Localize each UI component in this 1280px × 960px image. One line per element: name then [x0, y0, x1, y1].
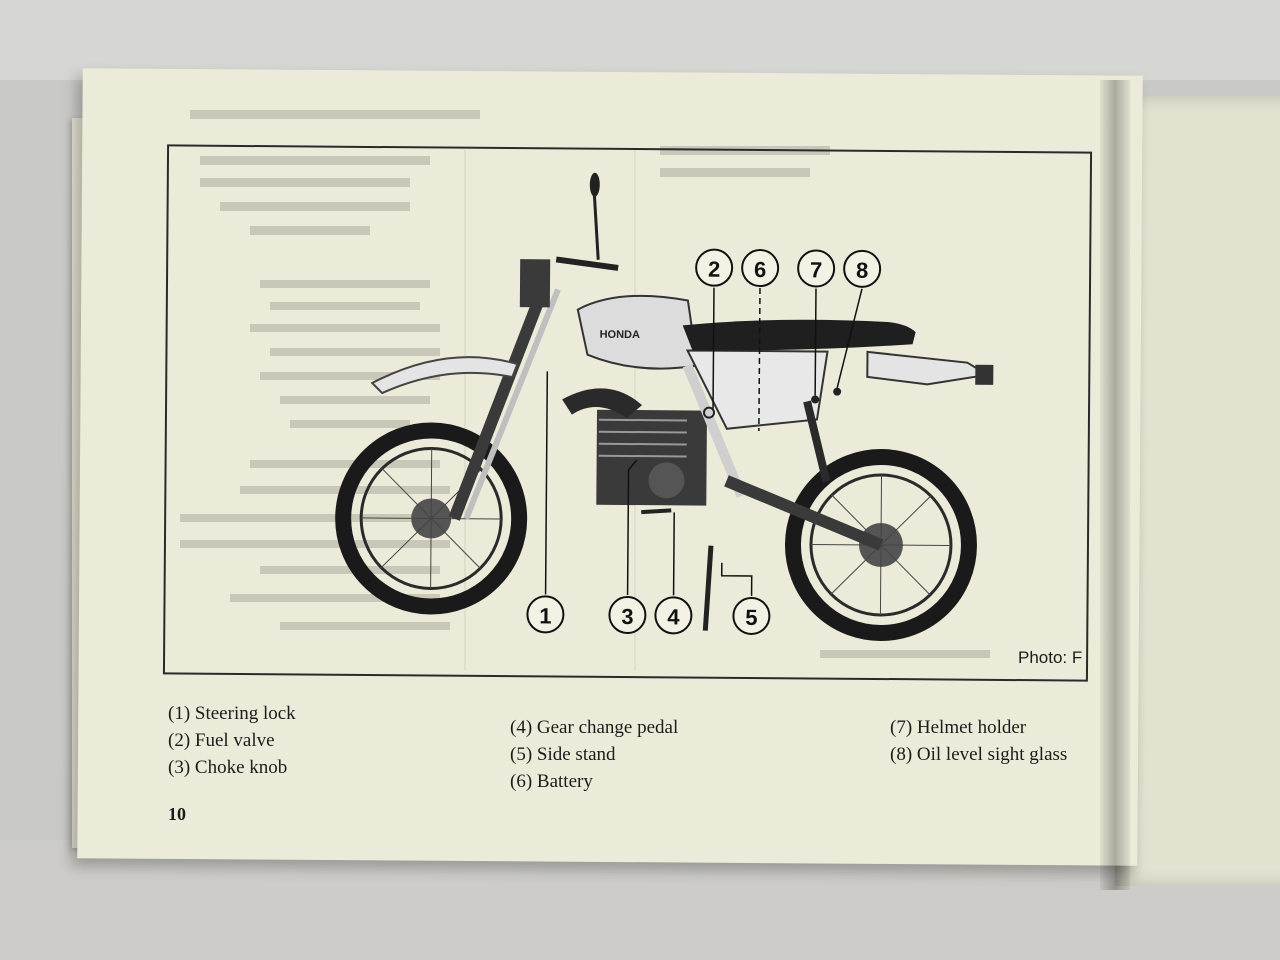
callout-4: 4 [654, 596, 693, 635]
engine [596, 409, 708, 506]
legend-item: (3) Choke knob [168, 757, 288, 778]
handlebar [555, 172, 619, 271]
callout-7: 7 [797, 249, 836, 288]
callout-5: 5 [732, 596, 771, 635]
svg-text:1: 1 [539, 603, 551, 628]
frame [682, 363, 884, 551]
legend-item: (5) Side stand [510, 744, 616, 765]
exhaust [562, 388, 643, 418]
rear-fender [866, 350, 991, 386]
oil-sight-glass-mark [833, 387, 842, 396]
svg-text:4: 4 [667, 604, 680, 629]
callout-6: 6 [741, 249, 780, 288]
book-gutter [1100, 80, 1130, 890]
seat [682, 319, 916, 351]
svg-text:8: 8 [856, 258, 868, 283]
helmet-holder-mark [811, 395, 820, 404]
motorcycle-illustration: HONDA [335, 172, 994, 641]
front-fork [448, 287, 561, 521]
legend-item: (1) Steering lock [168, 703, 296, 724]
callout-3: 3 [608, 596, 647, 635]
fuel-valve-mark [703, 406, 716, 419]
legend-item: (2) Fuel valve [168, 730, 275, 751]
headlight [519, 259, 551, 308]
legend-item: (4) Gear change pedal [510, 717, 679, 738]
show-through-lines [150, 110, 990, 670]
front-wheel [335, 422, 528, 615]
legend-item: (6) Battery [510, 771, 593, 792]
svg-text:3: 3 [621, 604, 633, 629]
legend-item: (8) Oil level sight glass [890, 744, 1068, 765]
legend-column-3: (7) Helmet holder (8) Oil level sight gl… [890, 714, 1067, 768]
side-stand [702, 545, 714, 631]
callout-1: 1 [526, 595, 565, 634]
gear-pedal [641, 508, 672, 515]
taillight [975, 364, 994, 385]
legend-column-2: (4) Gear change pedal (5) Side stand (6)… [510, 714, 678, 795]
front-fender [370, 356, 519, 395]
callout-8: 8 [843, 249, 882, 288]
svg-text:7: 7 [810, 257, 822, 282]
show-through-text [150, 110, 1080, 670]
svg-text:5: 5 [745, 605, 757, 630]
background-top [0, 0, 1280, 80]
motorcycle-figure: HONDA [162, 144, 1093, 682]
svg-text:2: 2 [708, 257, 720, 282]
tank-brand: HONDA [600, 329, 640, 341]
page-number: 10 [168, 804, 186, 824]
callout-2: 2 [695, 248, 734, 287]
callout-leaders [544, 287, 863, 596]
legend-item: (7) Helmet holder [890, 717, 1027, 738]
legend-column-1: (1) Steering lock (2) Fuel valve (3) Cho… [168, 700, 296, 781]
svg-text:6: 6 [754, 257, 766, 282]
right-page [1115, 96, 1280, 886]
photo-label: Photo: F [1018, 648, 1083, 667]
